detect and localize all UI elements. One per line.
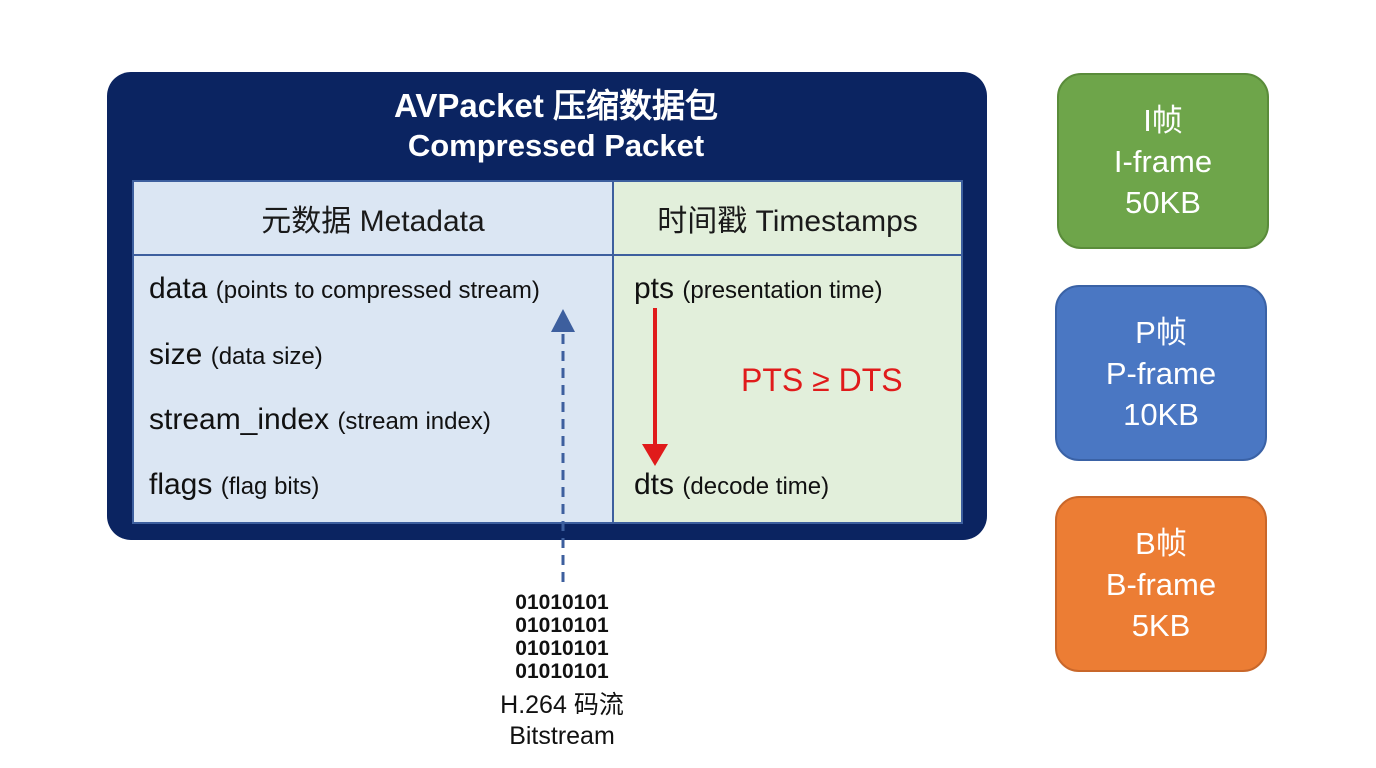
field-flags: flags (flag bits) bbox=[149, 468, 319, 502]
frame-type: B-frame bbox=[1105, 566, 1217, 602]
field-name: pts bbox=[634, 272, 675, 305]
field-note: (presentation time) bbox=[682, 277, 883, 304]
bitstream-label-en: Bitstream bbox=[509, 722, 615, 750]
field-name: data bbox=[149, 272, 208, 305]
p-frame-box: P帧 P-frame 10KB bbox=[1055, 285, 1267, 461]
timestamps-column: 时间戳 Timestamps pts (presentation time) d… bbox=[612, 182, 961, 522]
avpacket-box: AVPacket 压缩数据包 Compressed Packet 元数据 Met… bbox=[107, 72, 987, 540]
bit-row: 01010101 bbox=[515, 591, 609, 614]
field-dts: dts (decode time) bbox=[634, 468, 829, 502]
packet-title-cn: AVPacket 压缩数据包 bbox=[394, 87, 718, 124]
metadata-header: 元数据 Metadata bbox=[134, 182, 612, 256]
field-note: (flag bits) bbox=[220, 473, 320, 500]
i-frame-box: I帧 I-frame 50KB bbox=[1057, 73, 1269, 249]
frame-title: B帧 bbox=[1135, 525, 1187, 561]
frame-title: I帧 bbox=[1143, 102, 1183, 138]
bitstream-label: H.264 码流 Bitstream bbox=[470, 690, 654, 752]
field-size: size (data size) bbox=[149, 338, 323, 372]
field-note: (decode time) bbox=[682, 473, 830, 500]
field-name: dts bbox=[634, 468, 675, 501]
field-note: (stream index) bbox=[337, 408, 491, 435]
field-pts: pts (presentation time) bbox=[634, 272, 882, 306]
metadata-column: 元数据 Metadata data (points to compressed … bbox=[134, 182, 612, 522]
pts-dts-arrow bbox=[642, 308, 668, 466]
frame-size: 5KB bbox=[1131, 607, 1191, 643]
packet-title-en: Compressed Packet bbox=[407, 128, 705, 163]
frame-size: 50KB bbox=[1125, 184, 1201, 220]
frame-type: I-frame bbox=[1113, 143, 1213, 179]
bitstream-arrow bbox=[551, 309, 575, 582]
field-note: (data size) bbox=[210, 343, 323, 370]
timestamps-header: 时间戳 Timestamps bbox=[614, 182, 961, 256]
frame-size: 10KB bbox=[1123, 396, 1199, 432]
bit-row: 01010101 bbox=[515, 660, 609, 683]
field-name: flags bbox=[149, 468, 213, 501]
frame-title: P帧 bbox=[1135, 314, 1187, 350]
field-data: data (points to compressed stream) bbox=[149, 272, 540, 306]
packet-fields-table: 元数据 Metadata data (points to compressed … bbox=[132, 180, 963, 524]
bitstream-bits: 01010101 01010101 01010101 01010101 bbox=[500, 591, 624, 683]
field-name: stream_index bbox=[149, 403, 330, 436]
frame-type: P-frame bbox=[1105, 355, 1217, 391]
pts-dts-relation: PTS ≥ DTS bbox=[741, 362, 903, 398]
bitstream-label-cn: H.264 码流 bbox=[500, 691, 624, 719]
field-note: (points to compressed stream) bbox=[215, 277, 540, 304]
bit-row: 01010101 bbox=[515, 637, 609, 660]
bit-row: 01010101 bbox=[515, 614, 609, 637]
field-stream-index: stream_index (stream index) bbox=[149, 403, 491, 437]
packet-title: AVPacket 压缩数据包 Compressed Packet bbox=[107, 86, 1005, 166]
b-frame-box: B帧 B-frame 5KB bbox=[1055, 496, 1267, 672]
field-name: size bbox=[149, 338, 203, 371]
